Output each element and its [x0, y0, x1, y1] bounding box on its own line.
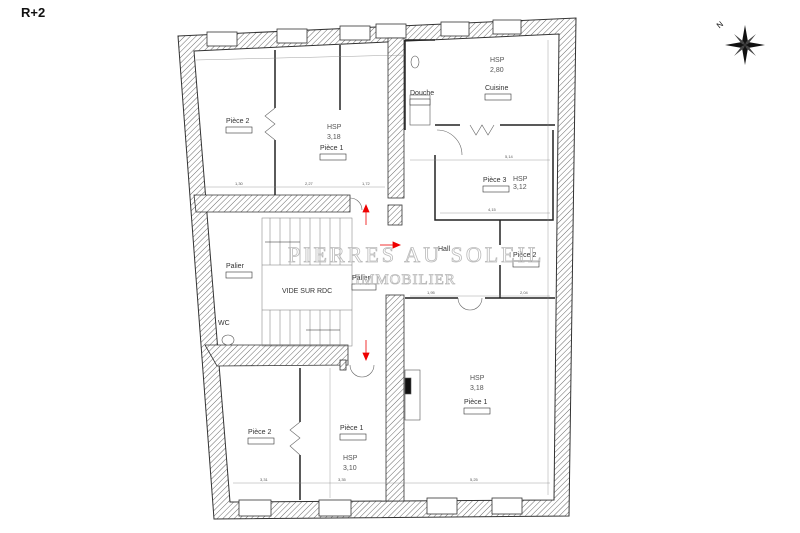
- area-boxes: [225, 93, 540, 445]
- dimension-lines: [195, 40, 550, 498]
- hsp-label: HSP: [343, 455, 358, 462]
- floor-title: R+2: [21, 5, 46, 20]
- hsp-value: 3,12: [513, 184, 527, 191]
- room-name: Palier: [226, 263, 245, 270]
- hsp-value: 3,18: [470, 385, 484, 392]
- room-name: Cuisine: [485, 85, 508, 92]
- hsp-label: HSP: [327, 124, 342, 131]
- hsp-label: HSP: [490, 57, 505, 64]
- svg-text:5,14: 5,14: [505, 154, 514, 159]
- room-name: Pièce 2: [226, 118, 249, 125]
- hsp-value: 2,80: [490, 67, 504, 74]
- room-name: Pièce 2: [513, 252, 536, 259]
- fixtures: [221, 55, 431, 421]
- svg-text:3,35: 3,35: [338, 477, 347, 482]
- interior-walls: [193, 37, 405, 502]
- hsp-label: HSP: [470, 375, 485, 382]
- void-label: VIDE SUR RDC: [282, 288, 332, 295]
- hsp-value: 3,10: [343, 465, 357, 472]
- room-name: Pièce 1: [464, 399, 487, 406]
- svg-text:2,27: 2,27: [305, 181, 314, 186]
- room-name: Pièce 3: [483, 177, 506, 184]
- room-name: Pièce 2: [248, 429, 271, 436]
- watermark-logo-sub: IMMOBILIER: [355, 272, 456, 288]
- room-name: Douche: [410, 90, 434, 97]
- svg-text:2,04: 2,04: [520, 290, 529, 295]
- doors: [264, 107, 495, 456]
- room-name: Pièce 1: [340, 425, 363, 432]
- room-labels: Pièce 2 HSP 3,18 Pièce 1 HSP 2,80 Cuisin…: [218, 57, 536, 472]
- windows: [206, 19, 523, 517]
- room-name: Pièce 1: [320, 145, 343, 152]
- room-name: Palier: [352, 275, 371, 282]
- room-name: Hall: [438, 246, 451, 253]
- staircase: [261, 217, 353, 347]
- svg-text:3,31: 3,31: [260, 477, 269, 482]
- room-name: WC: [218, 320, 230, 327]
- svg-text:1,30: 1,30: [235, 181, 244, 186]
- svg-text:4,15: 4,15: [488, 207, 497, 212]
- compass-north-label: N: [715, 19, 725, 30]
- svg-text:1,95: 1,95: [427, 290, 436, 295]
- svg-text:1,72: 1,72: [362, 181, 371, 186]
- watermark-logo: PIERRES AU SOLEIL: [288, 242, 544, 267]
- dimension-labels: 1,30 2,27 1,72 5,14 4,15 1,95 2,04 3,31 …: [235, 154, 529, 482]
- direction-arrows: [362, 203, 402, 362]
- hsp-label: HSP: [513, 176, 528, 183]
- svg-text:5,25: 5,25: [470, 477, 479, 482]
- compass-rose-icon: N: [715, 19, 765, 65]
- hsp-value: 3,18: [327, 134, 341, 141]
